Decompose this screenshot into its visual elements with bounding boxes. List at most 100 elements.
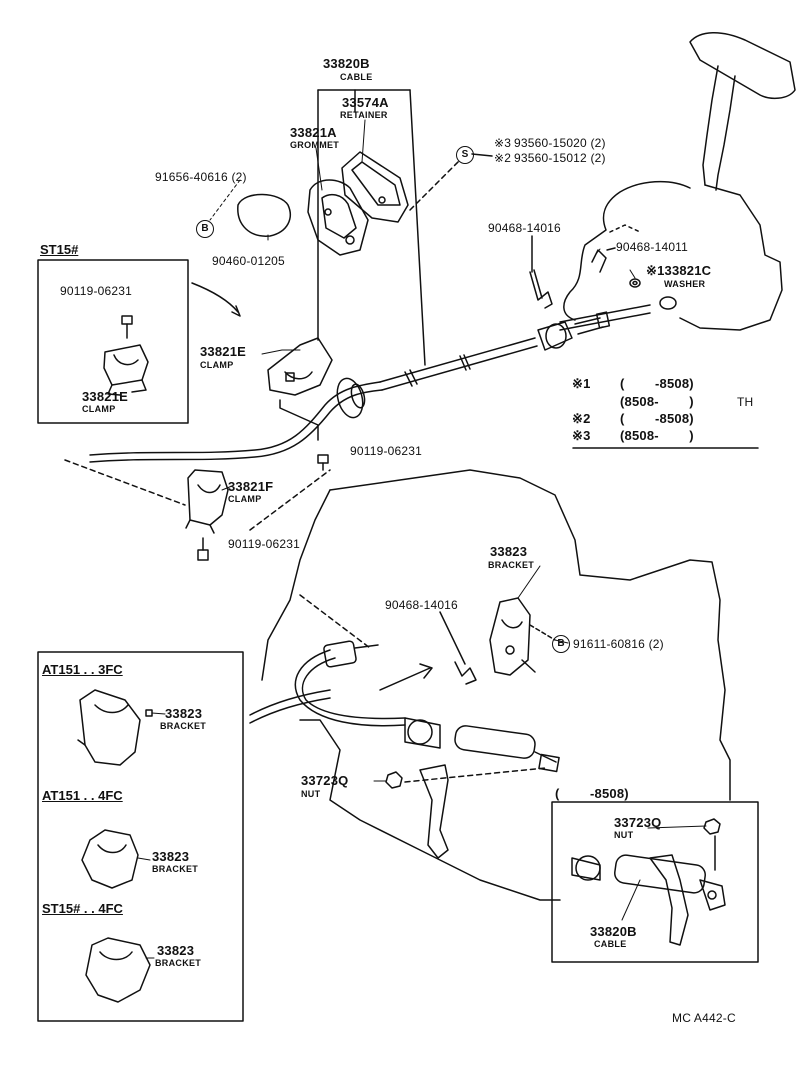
inset-title-at151-4fc: AT151 . . 4FC bbox=[42, 788, 123, 803]
label-grommet-name: GROMMET bbox=[290, 140, 340, 150]
lever-arm-lower bbox=[419, 764, 449, 859]
shift-lever bbox=[689, 32, 796, 191]
label-nut-inset-name: NUT bbox=[614, 830, 634, 840]
label-cable-top-name: CABLE bbox=[340, 72, 373, 82]
bracket-4fc-drawing bbox=[81, 829, 139, 889]
label-bolt-st15: 90119-06231 bbox=[60, 284, 133, 298]
pre8508-inset-frame bbox=[551, 801, 759, 963]
label-cable-inset-name: CABLE bbox=[594, 939, 627, 949]
b-marker-lower: B bbox=[552, 635, 570, 653]
label-clamp-st15-name: CLAMP bbox=[82, 404, 116, 414]
label-cable-inset-number: 33820B bbox=[590, 924, 637, 939]
legend-suffix: TH bbox=[737, 395, 754, 409]
label-bracket-st4fc-number: 33823 bbox=[157, 943, 195, 958]
label-screw-s2: 93560-15012 (2) bbox=[514, 151, 606, 165]
label-bracket-main-number: 33823 bbox=[490, 544, 528, 559]
shift-cable-lower bbox=[249, 640, 406, 727]
inset-nut-drawing bbox=[703, 818, 721, 871]
inset-title-pre8508: ( -8508) bbox=[555, 786, 629, 801]
label-screw-s3-mark: ※3 bbox=[494, 136, 512, 150]
inset-title-at151-3fc: AT151 . . 3FC bbox=[42, 662, 123, 677]
shift-cable-upper bbox=[89, 296, 677, 463]
label-clamp-f-name: CLAMP bbox=[228, 494, 262, 504]
st15-pointer-curve bbox=[191, 282, 239, 313]
transmission-lower-outline bbox=[261, 469, 731, 901]
cable-grommet-boss bbox=[336, 377, 366, 419]
cap-part bbox=[237, 193, 291, 237]
label-grommet-number: 33821A bbox=[290, 125, 337, 140]
screw-s-leader bbox=[471, 153, 493, 157]
clip-lower-drawing bbox=[454, 661, 477, 685]
transmission-upper-outline bbox=[563, 180, 783, 331]
nut-main-drawing bbox=[385, 771, 403, 789]
s-marker: S bbox=[456, 146, 474, 164]
cable-bracket-guide-lines bbox=[317, 89, 426, 366]
clamp-f-drawing bbox=[185, 469, 229, 534]
label-screw-s2-mark: ※2 bbox=[494, 151, 512, 165]
at151-inset-frame bbox=[37, 651, 244, 1022]
label-washer-name: WASHER bbox=[664, 279, 706, 289]
label-nut-main-number: 33723Q bbox=[301, 773, 349, 788]
inset-cable-drawing bbox=[571, 854, 726, 946]
label-cap-90460: 90460-01205 bbox=[212, 254, 285, 268]
bracket-main-drawing bbox=[489, 597, 536, 676]
label-bolt-mid: 90119-06231 bbox=[350, 444, 423, 458]
inset-title-st15-4fc: ST15# . . 4FC bbox=[42, 901, 123, 916]
clip-upper-b bbox=[591, 247, 616, 273]
washer-part bbox=[629, 278, 641, 288]
label-clip-14011: 90468-14011 bbox=[616, 240, 689, 254]
clip-upper-a bbox=[529, 235, 553, 309]
st15-bolt-drawing bbox=[121, 315, 133, 339]
screw-dashed-leader bbox=[409, 159, 461, 211]
bracket-3fc-drawing bbox=[77, 689, 153, 766]
legend-row1-mark: ※1 bbox=[572, 376, 591, 391]
label-clamp-e-number: 33821E bbox=[200, 344, 247, 359]
label-bracket-4fc-name: BRACKET bbox=[152, 864, 199, 874]
label-bracket-main-name: BRACKET bbox=[488, 560, 535, 570]
bolt-lower-drawing bbox=[197, 537, 209, 561]
clip-lower-leader bbox=[439, 611, 466, 665]
legend-row4-mark: ※3 bbox=[572, 428, 591, 443]
bracket-main-dashed bbox=[529, 624, 556, 641]
label-nut-inset-number: 33723Q bbox=[614, 815, 662, 830]
label-bolt-lower: 90119-06231 bbox=[228, 537, 301, 551]
lower-dashed-line-2 bbox=[404, 767, 546, 783]
label-bolt-91656: 91656-40616 (2) bbox=[155, 170, 247, 184]
label-washer-number: ※133821C bbox=[646, 263, 712, 278]
clamp-e-bracket-lines bbox=[279, 399, 319, 441]
label-cable-top-number: 33820B bbox=[323, 56, 370, 71]
legend-row4-text: (8508- ) bbox=[620, 428, 694, 443]
diagram-code: MC A442-C bbox=[672, 1011, 736, 1025]
label-nut-main-name: NUT bbox=[301, 789, 321, 799]
legend-row2-text: (8508- ) bbox=[620, 394, 694, 409]
label-clip-14016-b: 90468-14016 bbox=[385, 598, 458, 612]
st15-pointer-head bbox=[231, 305, 241, 317]
cable-end-fitting-lower bbox=[404, 717, 560, 773]
lower-pointer-arrow bbox=[379, 663, 433, 691]
st15-clamp-drawing bbox=[103, 344, 149, 396]
label-bracket-3fc-number: 33823 bbox=[165, 706, 203, 721]
inset-title-st15: ST15# bbox=[40, 242, 79, 257]
cable-end-fitting-upper bbox=[537, 311, 611, 351]
label-clamp-st15-number: 33821E bbox=[82, 389, 129, 404]
label-retainer-number: 33574A bbox=[342, 95, 389, 110]
lower-dashed-pointer bbox=[299, 594, 371, 649]
label-screw-s3: 93560-15020 (2) bbox=[514, 136, 606, 150]
label-clamp-e-name: CLAMP bbox=[200, 360, 234, 370]
retainer-part bbox=[341, 151, 409, 223]
cable-dashed-ref-lines bbox=[64, 459, 331, 531]
st15-inset-frame bbox=[37, 259, 189, 424]
legend-row3-text: ( -8508) bbox=[620, 411, 694, 426]
label-bracket-st4fc-name: BRACKET bbox=[155, 958, 202, 968]
bolt-mid-drawing bbox=[317, 454, 329, 471]
b-marker-upper: B bbox=[196, 220, 214, 238]
label-bracket-4fc-number: 33823 bbox=[152, 849, 190, 864]
clamp-e-drawing bbox=[267, 337, 333, 396]
legend-row1-text: ( -8508) bbox=[620, 376, 694, 391]
label-bolt-91611: 91611-60816 (2) bbox=[573, 637, 664, 651]
label-clamp-f-number: 33821F bbox=[228, 479, 274, 494]
label-clip-14016-a: 90468-14016 bbox=[488, 221, 561, 235]
legend-row3-mark: ※2 bbox=[572, 411, 591, 426]
